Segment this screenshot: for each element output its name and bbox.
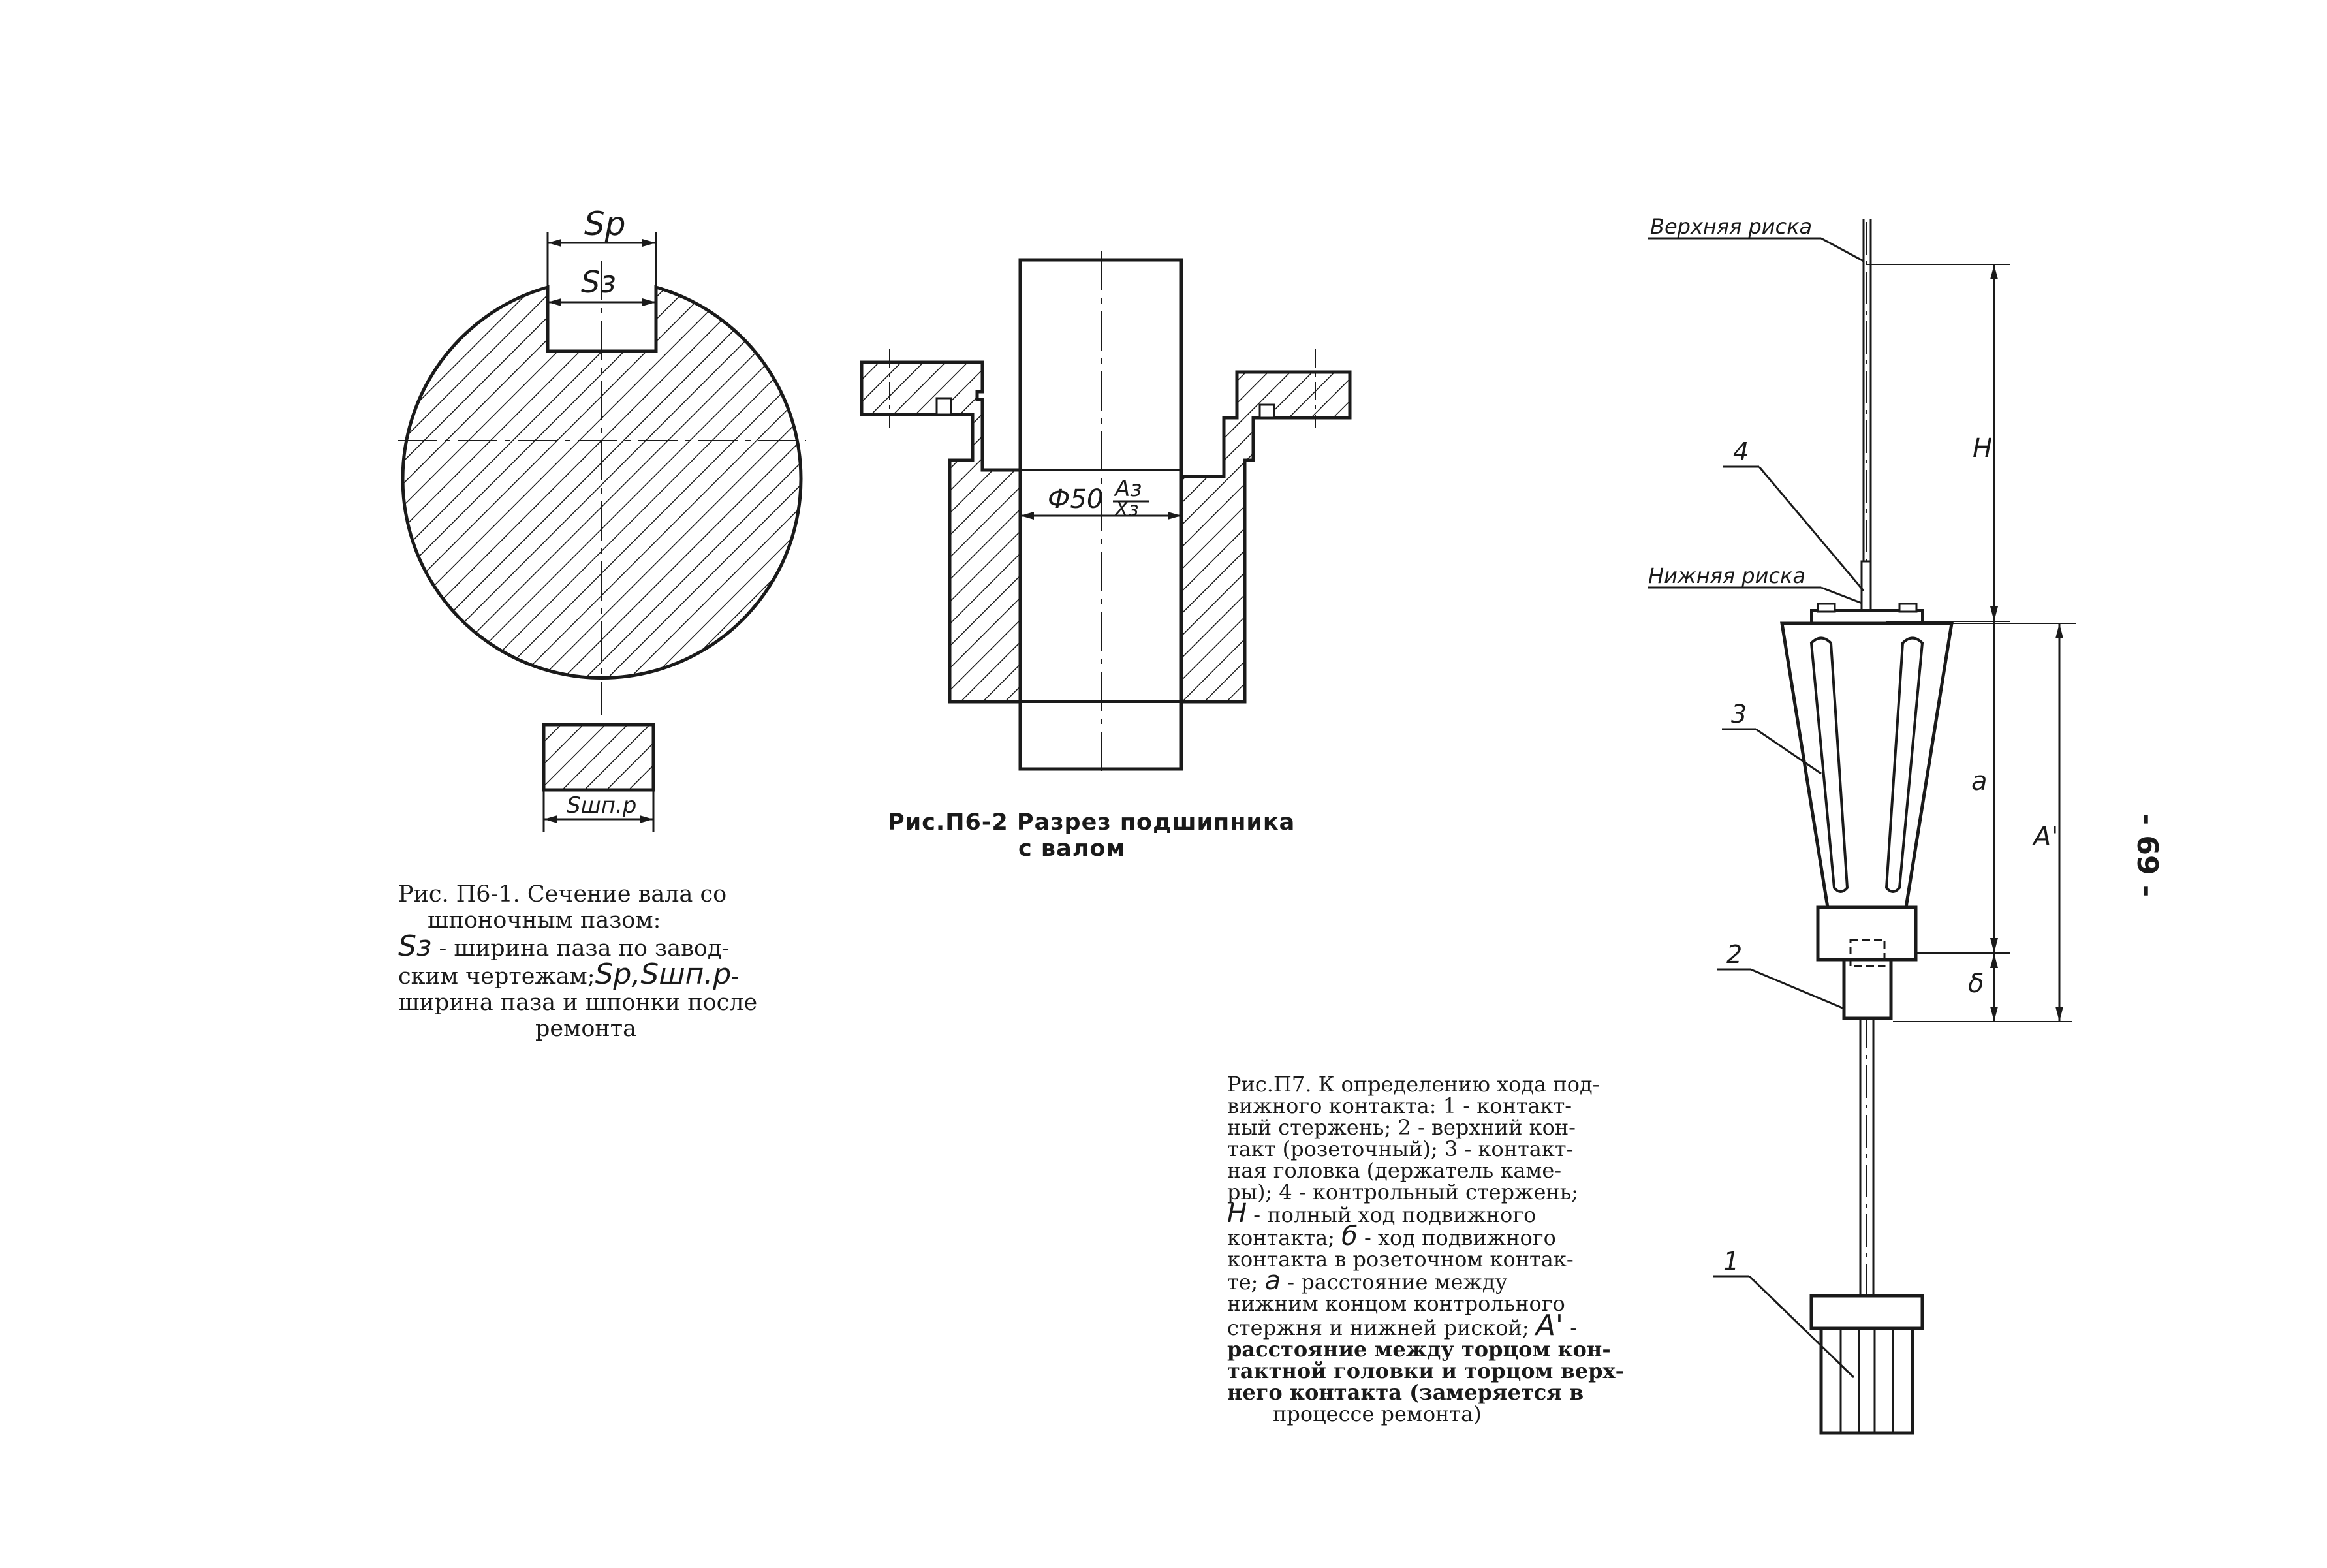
dim-a-label: а	[1971, 766, 1988, 796]
fig2-caption-line2: с валом	[1018, 836, 1125, 862]
fig3-caption-text10: те;	[1227, 1270, 1258, 1294]
key-section	[542, 723, 655, 792]
dim-diameter-label: Ф50	[1048, 484, 1103, 514]
fig1-caption-line5: ширина паза и шпонки после	[398, 990, 758, 1016]
fit-bottom-label: Хз	[1114, 498, 1139, 521]
fig3-caption-line3: ный стержень; 2 - верхний кон-	[1227, 1115, 1576, 1140]
fig3-caption-sym-A: А'	[1535, 1309, 1564, 1342]
fig3-caption-sym-H: Н	[1227, 1199, 1247, 1229]
fig3-caption-line9: контакта в розеточном контак-	[1227, 1247, 1574, 1272]
fig3-caption-text8b: - ход подвижного	[1357, 1225, 1556, 1250]
fig3-caption-line4: такт (розеточный); 3 - контакт-	[1227, 1137, 1574, 1161]
fig3-caption-line11: нижним концом контрольного	[1227, 1291, 1565, 1316]
lower-mark-label: Нижняя риска	[1648, 563, 1805, 588]
upper-mark-label: Верхняя риска	[1650, 214, 1812, 239]
upper-contact	[1842, 958, 1893, 1020]
label-3: 3	[1731, 700, 1747, 729]
fig1-caption: Рис. П6-1. Сечение вала со шпоночным паз…	[398, 881, 777, 1042]
fig3-caption-line5: ная головка (держатель каме-	[1227, 1158, 1562, 1183]
fig3-caption-line13: расстояние между торцом кон-	[1227, 1337, 1611, 1362]
fig1-caption-text3: - ширина паза по завод-	[431, 935, 730, 962]
fig2-caption: Рис.П6-2 Разрез подшипника с валом	[888, 809, 1345, 862]
fig3-caption-line7: Н - полный ход подвижного	[1227, 1200, 1684, 1227]
contact-travel-figure: Верхняя риска Нижняя риска Н	[1648, 214, 2076, 1435]
dim-skey-label: Sшп.р	[567, 792, 636, 819]
fig3-caption-text8: контакта;	[1227, 1225, 1335, 1250]
fig1-caption-line2: шпоночным пазом:	[428, 907, 661, 933]
fig1-caption-sym2: Sр,Sшп.р	[595, 958, 732, 991]
shaft-cross-section	[401, 285, 803, 680]
fig3-caption: Рис.П7. К определению хода под- вижного …	[1227, 1074, 1684, 1425]
fig3-caption-text12b: -	[1563, 1315, 1577, 1340]
dim-delta-label: δ	[1968, 969, 1984, 999]
fig3-caption-text10b: - расстояние между	[1281, 1270, 1508, 1294]
fig1-caption-line4: ским чертежам;Sр,Sшп.р-	[398, 960, 777, 990]
fig3-caption-sym-a: а	[1264, 1266, 1281, 1296]
fig3-caption-line16: процессе ремонта)	[1273, 1402, 1482, 1426]
dim-sp-label: Sр	[584, 205, 625, 243]
dim-H-label: Н	[1973, 433, 1992, 463]
shaft	[1018, 258, 1183, 771]
fig2-caption-line1: Рис.П6-2 Разрез подшипника	[888, 809, 1296, 836]
fig1-caption-line3: Sз - ширина паза по завод-	[398, 930, 777, 963]
fig3-caption-line10: те; а - расстояние между	[1227, 1268, 1684, 1294]
dim-A-label: А'	[2031, 822, 2058, 852]
fig1-caption-line1: Рис. П6-1. Сечение вала со	[398, 881, 727, 907]
fig3-caption-text7: - полный ход подвижного	[1247, 1202, 1537, 1227]
fig1-caption-text4: ским чертежам;	[398, 964, 595, 990]
fig1-caption-line6: ремонта	[535, 1016, 636, 1042]
fig3-caption-line6: ры); 4 - контрольный стержень;	[1227, 1180, 1578, 1204]
fig1-caption-text4b: -	[731, 964, 740, 990]
label-4: 4	[1733, 437, 1749, 466]
label-1: 1	[1723, 1247, 1739, 1276]
fig3-caption-sym-b: б	[1341, 1221, 1358, 1251]
label-2: 2	[1726, 940, 1742, 969]
fig3-caption-text12: стержня и нижней риской;	[1227, 1315, 1529, 1340]
fig3-caption-line1: Рис.П7. К определению хода под-	[1227, 1072, 1600, 1097]
page-number: - 69 -	[2131, 813, 2164, 897]
fig3-caption-line12: стержня и нижней риской; А' -	[1227, 1311, 1684, 1340]
fig3-caption-line8: контакта; б - ход подвижного	[1227, 1223, 1684, 1250]
bearing-section-figure: Ф50 Аз Хз	[860, 251, 1352, 777]
fit-top-label: Аз	[1114, 476, 1142, 502]
fig3-caption-line15: него контакта (замеряется в	[1227, 1380, 1584, 1405]
bearing-housing-left	[860, 360, 1022, 704]
bearing-housing-right	[1179, 370, 1352, 704]
fig1-caption-sym1: Sз	[398, 930, 432, 963]
shaft-section-figure: Sр Sз Sшп.р	[398, 205, 806, 832]
dim-sz-label: Sз	[581, 264, 616, 300]
fig3-caption-line2: вижного контакта: 1 - контакт-	[1227, 1093, 1572, 1118]
fig3-caption-line14: тактной головки и торцом верх-	[1227, 1358, 1624, 1383]
